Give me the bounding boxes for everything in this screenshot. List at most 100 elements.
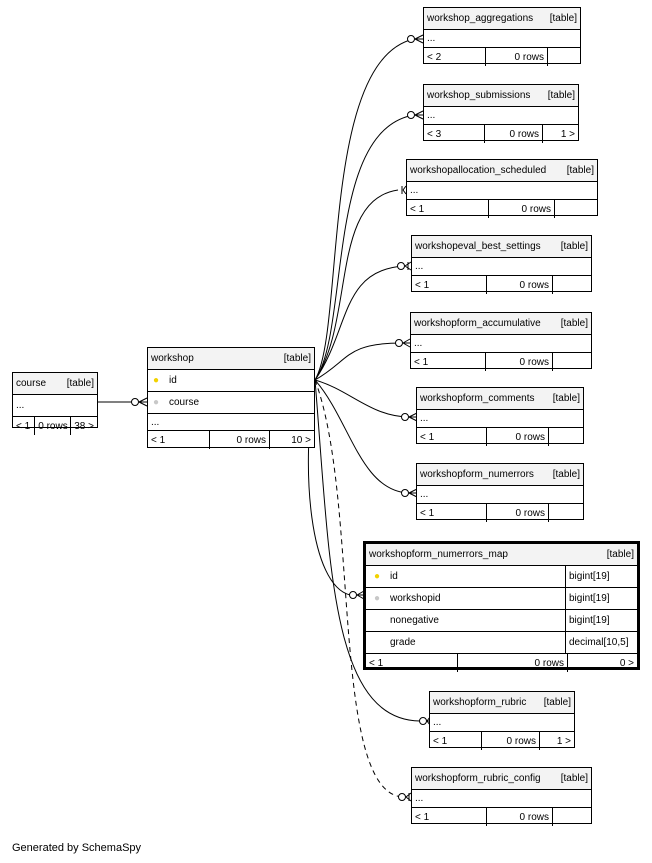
- parents-count: < 1: [151, 434, 166, 446]
- parents-count: < 1: [410, 203, 425, 215]
- parents-count: < 1: [16, 420, 31, 432]
- column-id: ●id bigint[19]: [366, 566, 637, 588]
- table-header: workshop [table]: [148, 348, 314, 370]
- children-count: [552, 808, 591, 826]
- column-workshopid: ●workshopid bigint[19]: [366, 588, 637, 610]
- parents-count: < 1: [415, 279, 430, 291]
- column-name: id: [169, 375, 177, 386]
- edge-workshop-rubric: [314, 379, 421, 722]
- table-footer: < 1 0 rows: [407, 200, 597, 218]
- table-workshop[interactable]: workshop [table] ● id ● course ... < 1 0…: [147, 347, 315, 449]
- edge-workshop-numerrors: [314, 379, 409, 494]
- edge-workshop-allocation: [314, 189, 399, 381]
- table-tag: [table]: [547, 90, 575, 101]
- table-header: workshopform_rubric[table]: [430, 692, 574, 714]
- table-tag: [table]: [549, 13, 577, 24]
- table-workshopeval-best-settings[interactable]: workshopeval_best_settings [table] ... < …: [411, 235, 592, 294]
- table-header: workshopeval_best_settings [table]: [412, 236, 591, 258]
- table-footer: < 1 0 rows 0 >: [366, 654, 637, 672]
- table-workshopform-numerrors[interactable]: workshopform_numerrors[table] ... < 1 0 …: [416, 463, 584, 522]
- children-count: [554, 200, 597, 218]
- table-name: workshop_aggregations: [427, 13, 534, 24]
- table-columns-more: ...: [412, 790, 591, 808]
- table-name: workshopform_comments: [420, 393, 535, 404]
- table-workshopform-rubric-config[interactable]: workshopform_rubric_config[table] ... < …: [411, 767, 592, 826]
- table-tag: [table]: [606, 549, 634, 560]
- table-footer: < 1 0 rows: [412, 808, 591, 826]
- table-header: workshop_submissions[table]: [424, 85, 578, 107]
- edge-workshop-accumulative: [314, 342, 403, 381]
- column-type: bigint[19]: [569, 615, 610, 626]
- column-grade: grade decimal[10,5]: [366, 632, 637, 654]
- parents-count: < 1: [433, 735, 448, 747]
- table-header: workshopform_numerrors [table]: [417, 464, 583, 486]
- table-workshopform-numerrors-map[interactable]: workshopform_numerrors_map[table] ●id bi…: [363, 541, 640, 672]
- table-footer: < 1 0 rows: [411, 353, 591, 371]
- children-count: 1 >: [542, 125, 578, 143]
- table-tag: [table]: [552, 469, 580, 480]
- table-footer: < 1 0 rows 1 >: [430, 732, 574, 750]
- table-footer: < 1 0 rows 10 >: [148, 431, 314, 449]
- edge-workshop-evalbest: [314, 265, 405, 381]
- table-columns-more: ...: [407, 182, 597, 200]
- row-count: 0 rows: [486, 428, 548, 446]
- parents-count: < 1: [414, 356, 429, 368]
- table-workshop-aggregations[interactable]: workshop_aggregations[table] ... < 2 0 r…: [423, 7, 581, 66]
- table-tag: [table]: [283, 353, 311, 364]
- table-columns-more: ...: [13, 395, 97, 417]
- table-footer: < 1 0 rows: [417, 504, 583, 522]
- column-name: course: [169, 397, 200, 408]
- table-columns-more: ...: [148, 414, 314, 431]
- edge-workshop-rubric-config: [314, 379, 403, 798]
- column-course: ● course: [148, 392, 314, 414]
- table-workshopform-rubric[interactable]: workshopform_rubric[table] ... < 1 0 row…: [429, 691, 575, 750]
- row-count: 0 rows: [209, 431, 269, 449]
- table-workshopallocation-scheduled[interactable]: workshopallocation_scheduled[table] ... …: [406, 159, 598, 218]
- table-header: workshopform_accumulative [table]: [411, 313, 591, 335]
- table-name: workshopallocation_scheduled: [410, 165, 547, 176]
- column-name: nonegative: [390, 615, 439, 626]
- parents-count: < 1: [369, 657, 384, 669]
- table-workshopform-accumulative[interactable]: workshopform_accumulative [table] ... < 1…: [410, 312, 592, 371]
- column-name: workshopid: [390, 593, 441, 604]
- children-count: [548, 428, 583, 446]
- table-columns-more: ...: [411, 335, 591, 353]
- table-name: workshopform_numerrors: [420, 469, 534, 480]
- table-workshop-submissions[interactable]: workshop_submissions[table] ... < 3 0 ro…: [423, 84, 579, 143]
- column-name: id: [390, 571, 398, 582]
- table-tag: [table]: [560, 241, 588, 252]
- table-header: workshopform_rubric_config[table]: [412, 768, 591, 790]
- table-workshopform-comments[interactable]: workshopform_comments[table] ... < 1 0 r…: [416, 387, 584, 446]
- table-tag: [table]: [560, 318, 588, 329]
- table-name: workshopeval_best_settings: [415, 241, 541, 252]
- table-header: workshopallocation_scheduled [table]: [407, 160, 597, 182]
- table-tag: [table]: [566, 165, 594, 176]
- table-header: course [table]: [13, 373, 97, 395]
- column-type: bigint[19]: [569, 593, 610, 604]
- row-count: 0 rows: [485, 48, 547, 66]
- foreign-key-icon: ●: [152, 397, 160, 408]
- table-columns-more: ...: [430, 714, 574, 732]
- table-footer: < 2 0 rows: [424, 48, 580, 66]
- table-columns-more: ...: [417, 410, 583, 428]
- row-count: 0 rows: [484, 125, 542, 143]
- table-columns-more: ...: [424, 107, 578, 125]
- table-tag: [table]: [66, 378, 94, 389]
- children-count: [552, 276, 591, 294]
- table-course[interactable]: course [table] ... < 1 0 rows 38 >: [12, 372, 98, 435]
- edge-workshop-submissions: [314, 114, 415, 381]
- table-name: workshopform_accumulative: [414, 318, 541, 329]
- column-type: decimal[10,5]: [569, 637, 629, 648]
- primary-key-icon: ●: [152, 375, 160, 386]
- table-columns-more: ...: [412, 258, 591, 276]
- column-id: ● id: [148, 370, 314, 392]
- table-name: workshopform_rubric_config: [415, 773, 541, 784]
- table-name: workshop: [151, 353, 194, 364]
- row-count: 0 rows: [486, 276, 552, 294]
- row-count: 0 rows: [486, 808, 552, 826]
- row-count: 0 rows: [481, 732, 539, 750]
- parents-count: < 3: [427, 128, 442, 140]
- row-count: 0 rows: [486, 504, 548, 522]
- table-tag: [table]: [543, 697, 571, 708]
